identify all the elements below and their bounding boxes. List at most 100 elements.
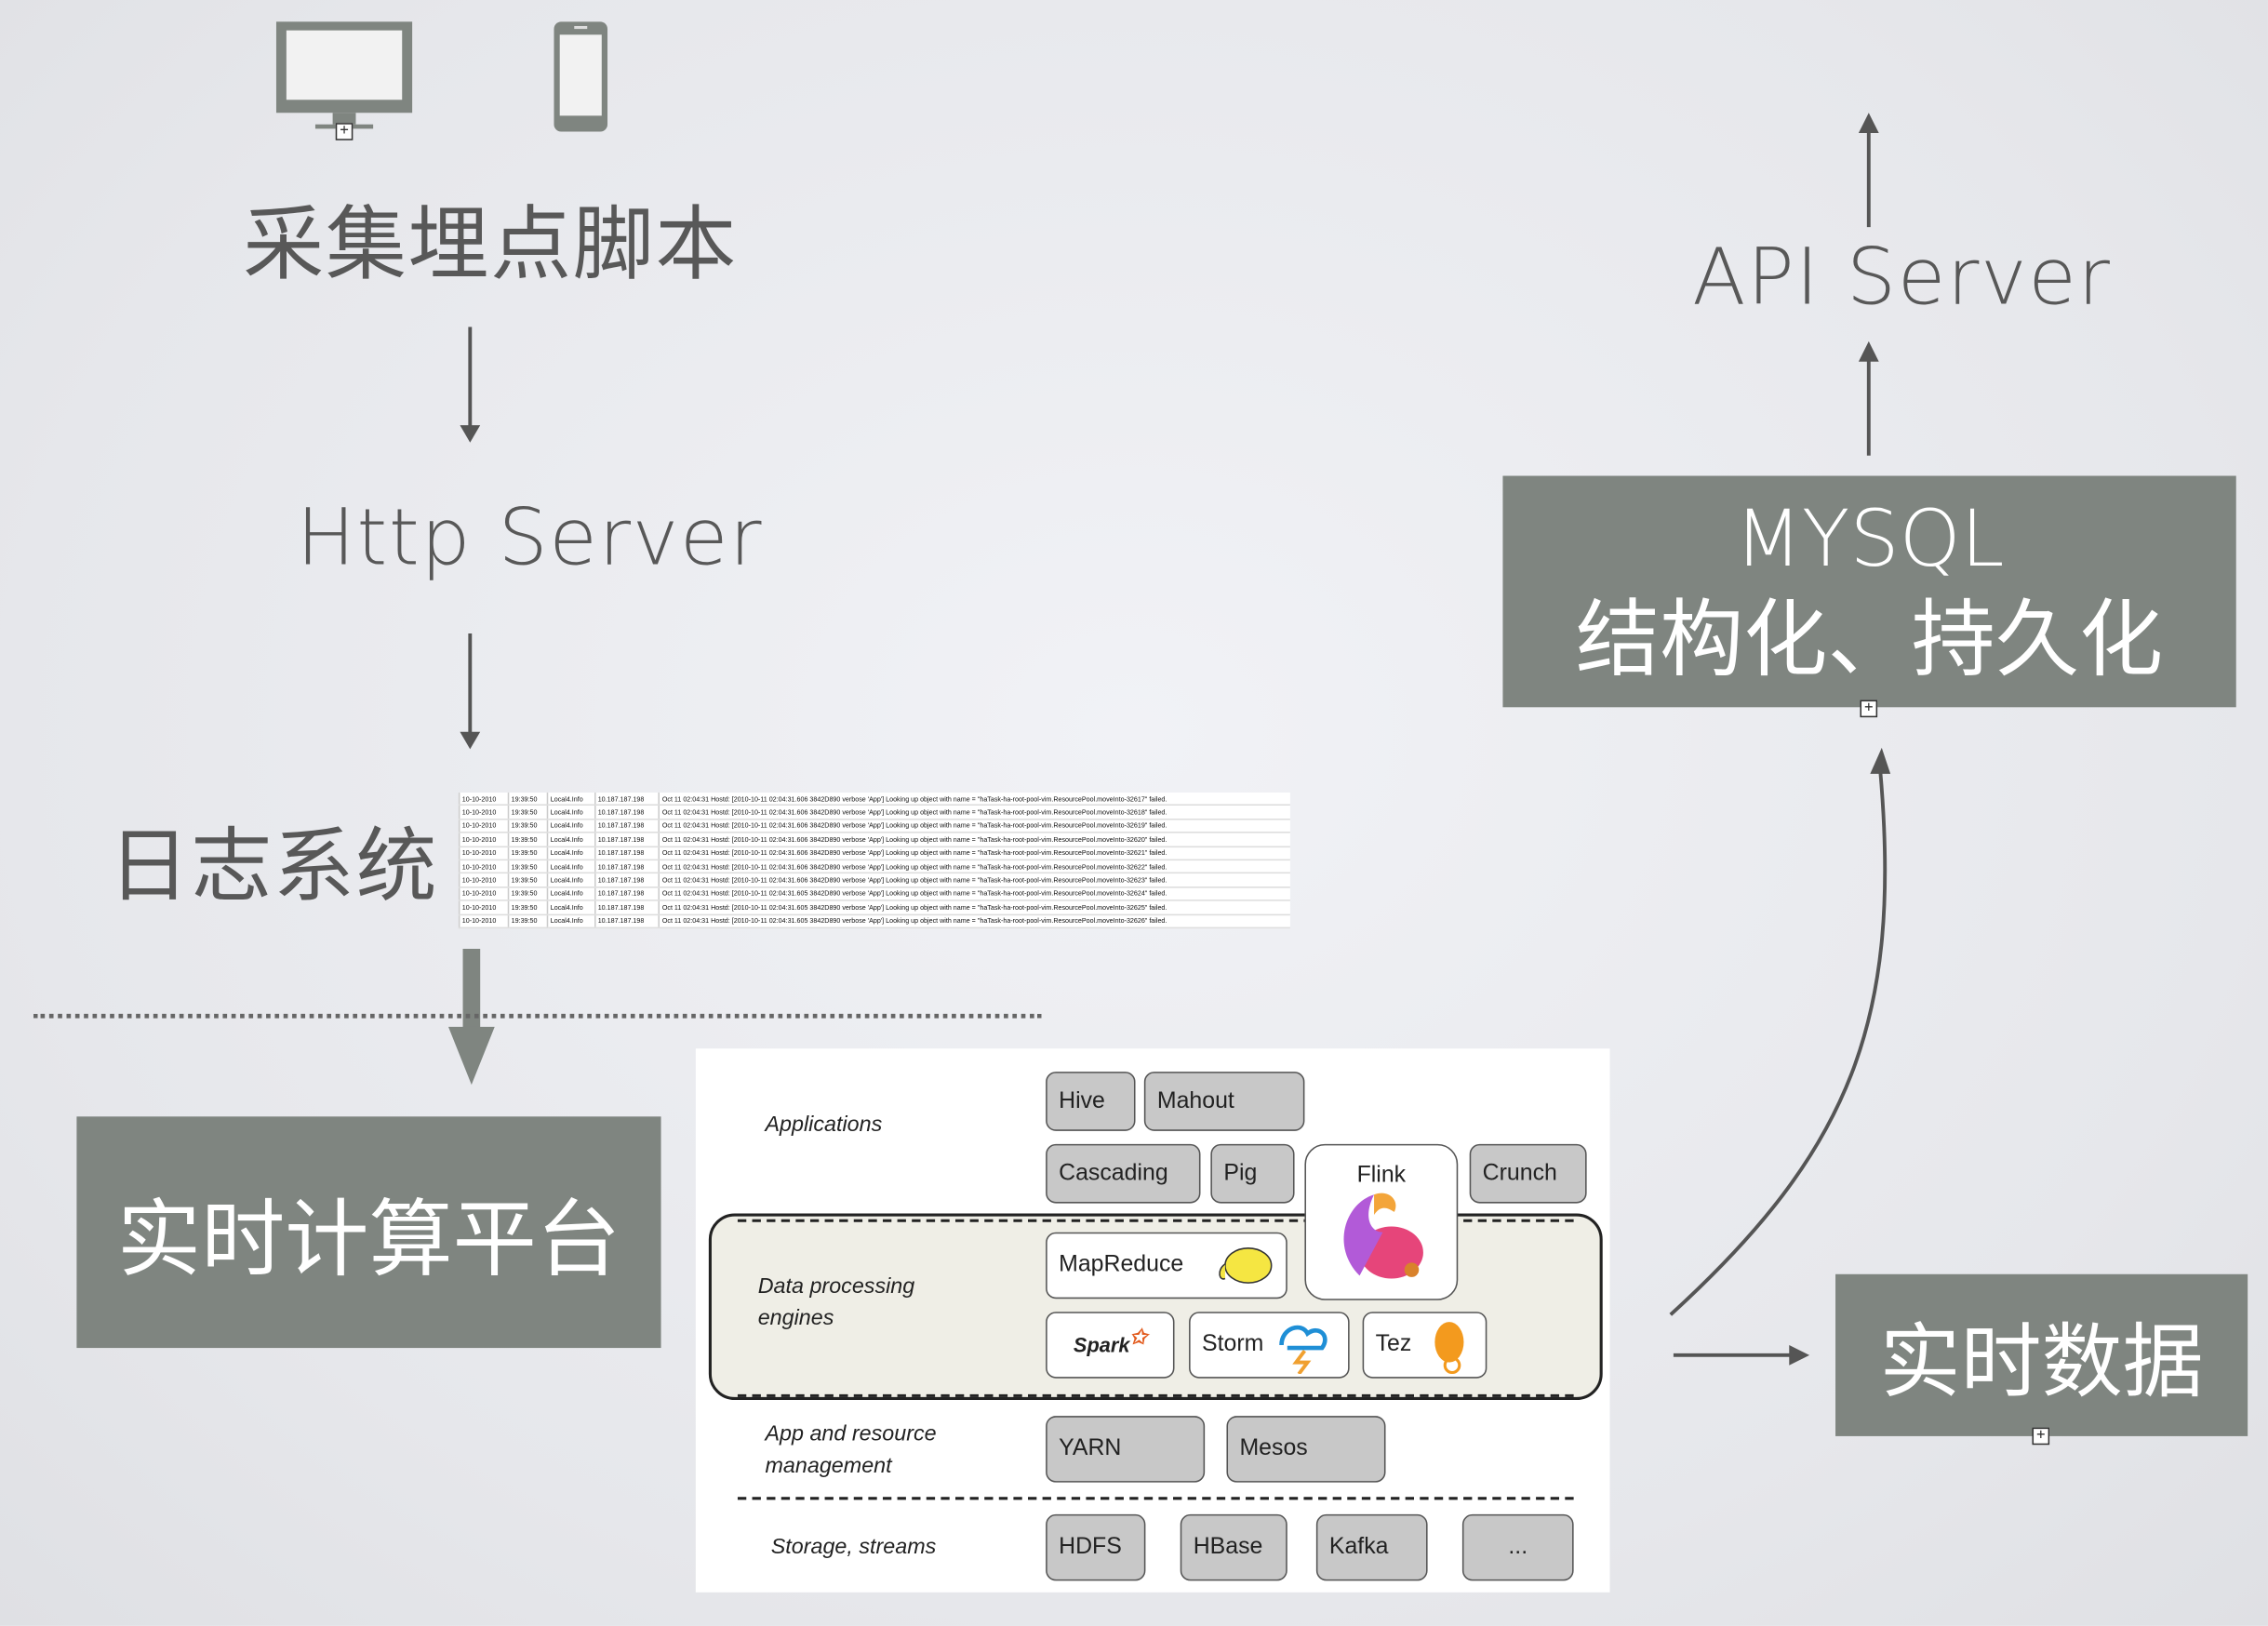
realtime-data-label: 实时数据 (1879, 1315, 2204, 1410)
log-cell: Oct 11 02:04:31 Hostd: [2010-10-11 02:04… (658, 873, 1290, 888)
log-cell: 10.187.187.198 (594, 846, 660, 861)
realtime-platform-box: 实时计算平台 (76, 1116, 661, 1349)
log-cell: 19:39:50 (507, 886, 548, 901)
arrow-down-icon (460, 327, 481, 443)
tile-hdfs: HDFS (1046, 1513, 1146, 1581)
log-cell: 19:39:50 (507, 860, 548, 874)
tile-spark: Spark✩ (1046, 1312, 1175, 1379)
log-cell: 10-10-2010 (458, 819, 509, 833)
log-cell: Local4.Info (546, 913, 595, 929)
tile-yarn: YARN (1046, 1416, 1206, 1483)
log-cell: Local4.Info (546, 833, 595, 847)
realtime-data-box: 实时数据 (1835, 1273, 2248, 1436)
tile-mapreduce: MapReduce (1046, 1232, 1287, 1299)
tile-storm: Storm (1189, 1312, 1350, 1379)
log-cell: 10.187.187.198 (594, 860, 660, 874)
storm-cloud-icon (1278, 1325, 1327, 1375)
dashed-line (737, 1497, 1574, 1500)
mysql-box: MYSQL 结构化、持久化 (1502, 475, 2236, 708)
spark-logo: Spark (1073, 1333, 1130, 1357)
log-cell: 10-10-2010 (458, 913, 509, 929)
log-cell: Local4.Info (546, 860, 595, 874)
log-cell: 10.187.187.198 (594, 873, 660, 888)
http-server-label: Http Server (296, 491, 764, 583)
tile-kafka: Kafka (1315, 1513, 1428, 1581)
storm-label: Storm (1202, 1331, 1264, 1357)
tile-hbase: HBase (1180, 1513, 1287, 1581)
log-cell: Oct 11 02:04:31 Hostd: [2010-10-11 02:04… (658, 846, 1290, 861)
log-cell: Oct 11 02:04:31 Hostd: [2010-10-11 02:04… (658, 913, 1290, 929)
curved-arrow-icon (1669, 747, 1891, 1316)
log-cell: Local4.Info (546, 873, 595, 888)
tez-label: Tez (1375, 1331, 1412, 1357)
log-cell: 10.187.187.198 (594, 805, 660, 820)
arrow-down-icon (460, 633, 481, 750)
log-cell: 10-10-2010 (458, 860, 509, 874)
log-cell: 10-10-2010 (458, 900, 509, 915)
big-data-stack-diagram: Applications Data processing engines App… (695, 1048, 1610, 1593)
layer-storage: Storage, streams (770, 1534, 937, 1560)
tile-pig: Pig (1210, 1143, 1295, 1204)
log-cell: 10.187.187.198 (594, 886, 660, 901)
log-cell: 10-10-2010 (458, 805, 509, 820)
realtime-platform-label: 实时计算平台 (116, 1190, 621, 1289)
mysql-title: MYSQL (1734, 493, 2005, 585)
log-cell: 10.187.187.198 (594, 793, 660, 806)
log-cell: Local4.Info (546, 819, 595, 833)
spark-star-icon: ✩ (1129, 1324, 1147, 1348)
log-cell: Oct 11 02:04:31 Hostd: [2010-10-11 02:04… (658, 886, 1290, 901)
log-cell: Oct 11 02:04:31 Hostd: [2010-10-11 02:04… (658, 805, 1290, 820)
log-cell: 19:39:50 (507, 793, 548, 806)
arrow-up-icon (1858, 340, 1879, 456)
phone-icon (554, 21, 608, 132)
log-cell: 19:39:50 (507, 900, 548, 915)
divider-line (33, 1013, 1042, 1019)
log-cell: 10-10-2010 (458, 873, 509, 888)
log-system-label: 日志系统 (108, 820, 439, 914)
log-cell: 10-10-2010 (458, 846, 509, 861)
tile-cascading: Cascading (1046, 1143, 1201, 1204)
mysql-subtitle: 结构化、持久化 (1575, 590, 2164, 689)
expand-marker-icon: + (2032, 1427, 2050, 1446)
layer-resource: App and resource management (765, 1421, 937, 1479)
expand-marker-icon: + (335, 123, 354, 140)
log-cell: Local4.Info (546, 846, 595, 861)
dashed-line (737, 1393, 1574, 1397)
log-cell: 10.187.187.198 (594, 833, 660, 847)
log-cell: Local4.Info (546, 805, 595, 820)
log-cell: 10-10-2010 (458, 833, 509, 847)
thick-arrow-down-icon (447, 948, 495, 1086)
flink-label: Flink (1356, 1163, 1407, 1188)
tile-more: ... (1461, 1513, 1574, 1581)
layer-applications: Applications (765, 1112, 883, 1138)
tile-hive: Hive (1046, 1072, 1136, 1131)
log-cell: 10.187.187.198 (594, 819, 660, 833)
log-cell: 19:39:50 (507, 873, 548, 888)
tez-icon (1434, 1322, 1464, 1375)
hadoop-elephant-icon (1219, 1247, 1273, 1284)
tile-crunch: Crunch (1469, 1143, 1587, 1204)
tile-mesos: Mesos (1226, 1416, 1386, 1483)
tile-tez: Tez (1362, 1312, 1488, 1379)
layer-engines: Data processing engines (757, 1273, 915, 1331)
log-cell: 19:39:50 (507, 833, 548, 847)
tile-flink: Flink (1304, 1143, 1459, 1300)
log-cell: 19:39:50 (507, 805, 548, 820)
monitor-icon (275, 21, 413, 129)
log-cell: 10-10-2010 (458, 886, 509, 901)
arrow-right-icon (1673, 1344, 1810, 1366)
dashed-line (737, 1219, 1574, 1222)
tile-mahout: Mahout (1143, 1072, 1305, 1131)
log-cell: 10.187.187.198 (594, 900, 660, 915)
flink-squirrel-icon (1343, 1193, 1423, 1279)
log-cell: Oct 11 02:04:31 Hostd: [2010-10-11 02:04… (658, 860, 1290, 874)
log-cell: Local4.Info (546, 900, 595, 915)
log-cell: Oct 11 02:04:31 Hostd: [2010-10-11 02:04… (658, 819, 1290, 833)
